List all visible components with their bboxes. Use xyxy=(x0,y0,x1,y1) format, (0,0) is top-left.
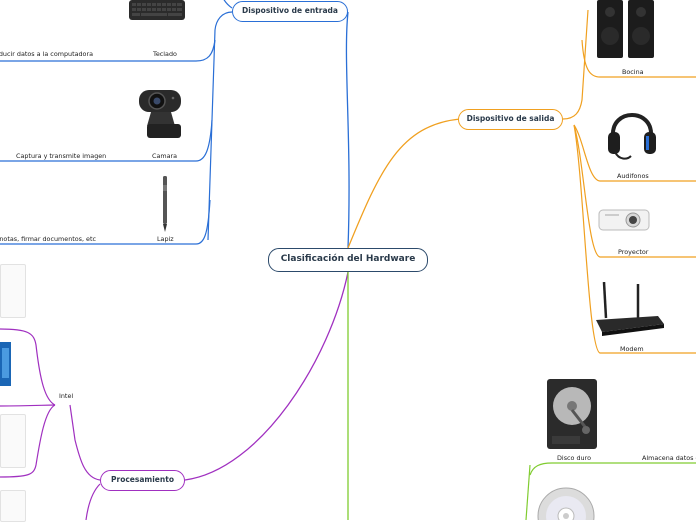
connector-salida-bocina xyxy=(581,39,696,78)
connector-salida-trunk xyxy=(562,9,589,120)
connector-salida-proyector xyxy=(573,124,696,258)
item-label-audifonos: Audifonos xyxy=(617,172,649,180)
connector-proc-intel-mid xyxy=(0,404,56,407)
branch-label-entrada: Dispositivo de entrada xyxy=(242,6,338,15)
connector-entrada-teclado xyxy=(0,39,216,62)
item-label-bocina: Bocina xyxy=(622,68,644,76)
connector-salida-audifonos xyxy=(573,124,696,182)
router-icon xyxy=(596,282,664,336)
hard-drive-icon xyxy=(547,379,597,449)
stylus-icon xyxy=(163,176,167,232)
speaker-icon xyxy=(597,0,654,58)
root-label: Clasificación del Hardware xyxy=(280,254,416,264)
connector-proc-trunk xyxy=(69,404,101,481)
processor-card-mid xyxy=(0,414,26,468)
webcam-icon xyxy=(139,90,181,138)
item-label-camara: Camara xyxy=(152,152,178,160)
processor-icon xyxy=(0,342,11,386)
connector-proc-extra xyxy=(85,483,101,520)
item-label-disco: Disco duro xyxy=(557,454,591,462)
item-label-lapiz: Lapiz xyxy=(157,235,174,243)
connector-proc-intel-top xyxy=(0,328,56,406)
keyboard-icon xyxy=(129,0,185,20)
connector-entrada-top xyxy=(223,0,233,9)
branch-node-entrada[interactable]: Dispositivo de entrada xyxy=(232,1,348,22)
item-label-modem: Modem xyxy=(620,345,644,353)
processor-card-bot xyxy=(0,490,26,522)
branch-label-salida: Dispositivo de salida xyxy=(466,114,555,123)
branch-node-salida[interactable]: Dispositivo de salida xyxy=(458,109,563,130)
item-label-teclado: Teclado xyxy=(153,50,177,58)
item-label-proyector: Proyector xyxy=(618,248,649,256)
branch-label-procesamiento: Procesamiento xyxy=(111,475,174,484)
connector-root-salida xyxy=(347,118,461,249)
item-desc-teclado: Introducir datos a la computadora xyxy=(0,50,93,58)
connector-alm-trunk xyxy=(525,464,531,520)
item-label-intel: Intel xyxy=(59,392,74,400)
projector-icon xyxy=(598,209,650,231)
connector-entrada-lapiz xyxy=(0,199,211,245)
connector-alm-disco xyxy=(529,462,696,476)
connector-salida-modem xyxy=(573,124,696,354)
connector-root-entrada xyxy=(345,11,350,249)
connector-entrada-trunk xyxy=(207,11,233,241)
item-desc-lapiz: Tomar notas, firmar documentos, etc xyxy=(0,235,96,243)
root-node[interactable]: Clasificación del Hardware xyxy=(268,248,428,272)
branch-node-procesamiento[interactable]: Procesamiento xyxy=(100,470,185,491)
headphones-icon xyxy=(608,113,656,160)
connector-entrada-camara xyxy=(0,119,213,162)
disc-icon xyxy=(537,487,595,520)
connector-proc-intel-bot xyxy=(0,404,56,478)
processor-card-top xyxy=(0,264,26,318)
item-desc-disco: Almacena datos de xyxy=(642,454,696,462)
item-desc-camara: Captura y transmite imagen xyxy=(16,152,107,160)
connector-root-procesamiento xyxy=(184,271,349,481)
